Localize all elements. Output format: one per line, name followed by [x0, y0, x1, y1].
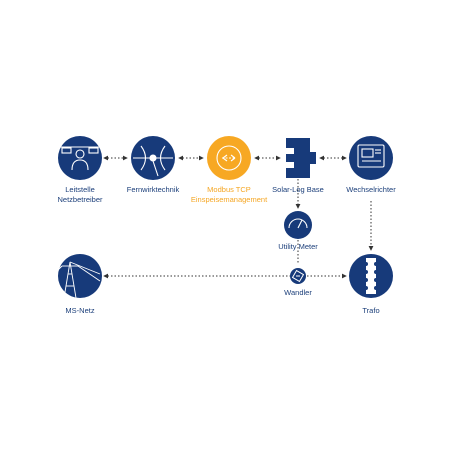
node-fernwirk — [131, 136, 175, 180]
transformer-icon — [364, 258, 378, 294]
gauge-meter-icon — [288, 218, 308, 229]
node-wechselrichter — [349, 136, 393, 180]
label-msnetz: MS-Netz — [65, 306, 95, 315]
current-transformer-icon — [291, 269, 305, 283]
node-wandler — [290, 268, 306, 284]
telecontrol-antenna-icon — [133, 145, 173, 177]
label-fernwirk: Fernwirktechnik — [126, 185, 180, 194]
node-utility — [284, 211, 312, 239]
node-trafo — [349, 254, 393, 298]
node-msnetz — [57, 254, 102, 299]
inverter-icon — [357, 144, 385, 168]
label-utility: Utility Meter — [278, 242, 318, 251]
label-solarlog: Solar-Log Base — [272, 185, 324, 194]
power-pylon-icon — [57, 261, 101, 299]
node-leitstelle — [58, 136, 102, 180]
node-solarlog — [286, 138, 316, 178]
label-wechselrichter: Wechselrichter — [346, 185, 396, 194]
label-wandler: Wandler — [284, 288, 312, 297]
node-modbus — [207, 136, 251, 180]
feed-in-management-icon — [216, 145, 242, 171]
operator-desk-icon — [60, 146, 100, 171]
label-trafo: Trafo — [362, 306, 380, 315]
solar-log-base-icon — [286, 138, 316, 178]
